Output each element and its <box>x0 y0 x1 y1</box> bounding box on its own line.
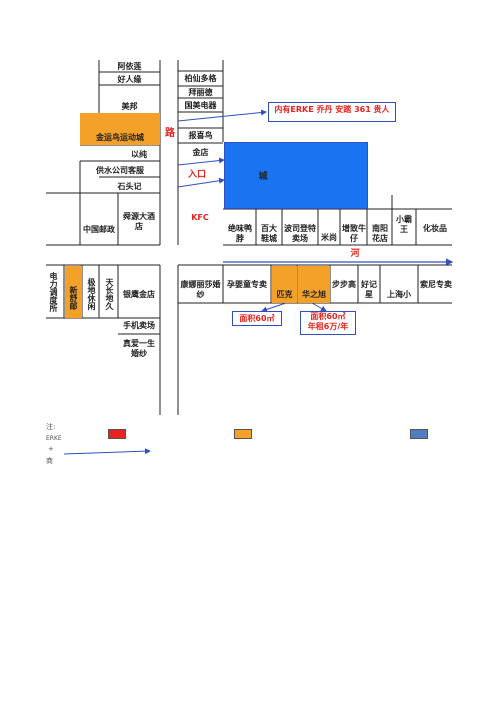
shop-jinyunniao-highlight <box>80 113 160 145</box>
shop-phone-market: 手机卖场 <box>123 321 155 330</box>
shop-xinshuyou: 新舒邮 <box>69 286 78 310</box>
entrance-label: 入口 <box>187 170 206 180</box>
road-label: 路 <box>165 128 175 139</box>
shop-bosideng: 波司登特卖场 <box>284 224 316 243</box>
shop-yichun: 以纯 <box>131 150 147 159</box>
shop-haojixing: 好记星 <box>361 280 377 299</box>
legend-erke: ERKE <box>46 435 62 442</box>
xinshuyou-highlight <box>65 266 82 318</box>
shop-baoxiniao: 报喜鸟 <box>188 131 213 140</box>
shop-bubugao: 步步高 <box>332 280 356 289</box>
brand-callout: 内有ERKE 乔丹 安踏 361 贵人 <box>268 102 396 122</box>
shop-kfc: KFC <box>191 213 209 222</box>
shop-bailide: 拜丽德 <box>188 88 213 97</box>
legend-orange-swatch <box>234 429 252 439</box>
shop-jidi: 极地休闲 <box>87 278 96 310</box>
shop-mishang: 米尚 <box>321 233 337 242</box>
shop-shunyuan-hotel: 舜源大酒店 <box>123 212 155 231</box>
shop-water-service: 供水公司客服 <box>96 166 144 175</box>
legend-note: 注: <box>46 423 56 431</box>
area-box-2-line-2: 年租6万/年 <box>307 322 349 331</box>
legend-plus: + <box>48 445 54 453</box>
mall-label: 城 <box>258 172 268 182</box>
peak-highlight <box>272 266 297 303</box>
shop-sony: 索尼专卖 <box>420 280 452 289</box>
shop-haorenyuan: 好人缘 <box>117 75 142 84</box>
area-box-2-line-1: 面积60㎡ <box>310 312 346 321</box>
river-label: 河 <box>350 249 360 259</box>
shop-baida-shoes: 百大鞋城 <box>261 224 277 243</box>
shop-jindian: 金店 <box>192 148 209 157</box>
shop-peak: 匹克 <box>276 290 293 299</box>
shop-huazhixu: 华之旭 <box>302 290 326 299</box>
shop-yunyingtong: 孕婴童专卖 <box>227 280 267 289</box>
shop-zengzhi: 增致牛仔 <box>342 224 366 243</box>
shop-meibang: 美邦 <box>121 102 138 111</box>
shop-zhenai-wedding: 真爱一生婚纱 <box>123 339 155 358</box>
power-dispatch: 电力调度所 <box>49 272 58 312</box>
legend-red-swatch <box>108 429 126 439</box>
shop-baixianduoge: 柏仙多格 <box>184 74 217 83</box>
shop-gome: 国美电器 <box>184 101 217 110</box>
mall-block <box>224 142 368 209</box>
area-box-1: 面积60㎡ <box>232 311 282 326</box>
shop-juewei: 绝味鸭脖 <box>228 224 252 243</box>
huazhixu-highlight <box>298 266 330 303</box>
shop-yinying: 银鹰金店 <box>123 290 155 299</box>
shop-tianchangdijiu: 天长地久 <box>105 278 114 310</box>
legend-shop: 商 <box>46 457 53 465</box>
shop-kangna: 康娜丽莎婚纱 <box>180 280 221 299</box>
shop-shitouji: 石头记 <box>117 182 142 191</box>
shop-ayilian: 阿依莲 <box>117 62 142 71</box>
area-box-2: 面积60㎡ 年租6万/年 <box>300 311 356 335</box>
shop-china-post: 中国邮政 <box>83 225 115 234</box>
shop-xiaobawang: 小霸王 <box>396 215 412 234</box>
shop-shanghai: 上海小 <box>387 290 411 299</box>
shop-jinyunniao: 金运鸟运动城 <box>96 133 144 142</box>
shop-nanyang-flowers: 南阳花店 <box>372 224 388 243</box>
shop-cosmetics: 化妆品 <box>423 224 447 233</box>
legend-blue-swatch <box>410 429 428 439</box>
